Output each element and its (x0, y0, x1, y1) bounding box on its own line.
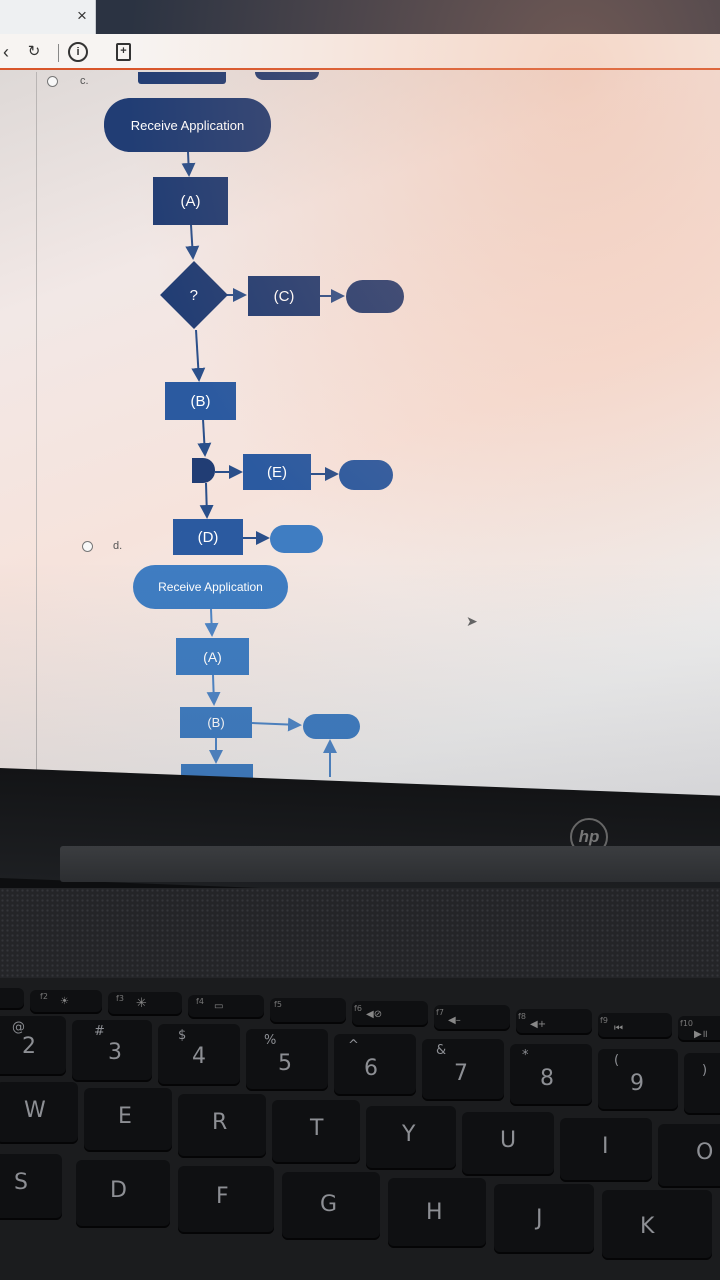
key-t[interactable]: T (272, 1100, 360, 1164)
process-box-c-label: (C) (273, 287, 295, 305)
previous-flow-box (138, 72, 226, 84)
key-y[interactable]: Y (366, 1106, 456, 1170)
process-box-d-label: (D) (197, 528, 219, 546)
play-pause-icon: ▶॥ (694, 1029, 708, 1040)
option-d-process-box-a-label: (A) (203, 648, 222, 665)
key-h[interactable]: H (388, 1178, 486, 1248)
process-box-d: (D) (173, 519, 243, 555)
process-box-e-label: (E) (267, 463, 287, 481)
key-0[interactable]: ) (684, 1053, 720, 1115)
key-r[interactable]: R (178, 1094, 266, 1158)
process-box-e: (E) (243, 454, 311, 490)
option-d-radio[interactable] (82, 541, 93, 552)
mute-icon: ◀⊘ (366, 1009, 383, 1020)
back-icon[interactable]: ‹ (3, 42, 9, 62)
key-o[interactable]: O (658, 1124, 720, 1188)
previous-track-icon: ⏮ (614, 1023, 623, 1034)
key-9[interactable]: ( 9 (598, 1049, 678, 1111)
key-g[interactable]: G (282, 1172, 380, 1240)
key-s[interactable]: S (0, 1154, 62, 1220)
decision-label: ? (189, 286, 199, 304)
key-u[interactable]: U (462, 1112, 554, 1176)
key-f7[interactable]: f7 ◀– (434, 1005, 510, 1031)
option-c-radio[interactable] (47, 76, 58, 87)
toolbar-divider (58, 44, 59, 62)
volume-up-icon: ◀+ (530, 1019, 547, 1030)
brightness-up-icon: ✳ (136, 996, 147, 1011)
option-d-process-box-b: (B) (180, 707, 252, 738)
previous-flow-terminal (255, 72, 319, 80)
terminal-after-c (346, 280, 404, 313)
option-d-process-box-a: (A) (176, 638, 249, 675)
receive-application-label: Receive Application (130, 117, 245, 133)
process-box-b-label: (B) (190, 392, 211, 410)
key-esc-area[interactable] (0, 988, 24, 1010)
browser-tab[interactable]: × (0, 0, 96, 34)
laptop-screen: × ‹ ↻ i + c. (0, 0, 720, 800)
keyboard-deck: f2 ☀ f3 ✳ f4 ▭ f5 f6 ◀⊘ f7 ◀– f8 ◀+ f9 ⏮… (0, 978, 720, 1280)
option-d-receive-application-terminal: Receive Application (133, 565, 288, 609)
key-i[interactable]: I (560, 1118, 652, 1182)
quiz-page-content: c. (0, 72, 720, 800)
key-4[interactable]: $ 4 (158, 1024, 240, 1086)
key-f9[interactable]: f9 ⏮ (598, 1013, 672, 1039)
key-e[interactable]: E (84, 1088, 172, 1152)
key-f10[interactable]: f10 ▶॥ (678, 1016, 720, 1042)
key-f8[interactable]: f8 ◀+ (516, 1009, 592, 1035)
reload-icon[interactable]: ↻ (27, 43, 41, 60)
content-left-border (36, 72, 37, 772)
key-f[interactable]: F (178, 1166, 274, 1234)
volume-down-icon: ◀– (448, 1015, 461, 1026)
display-switch-icon: ▭ (214, 1001, 224, 1012)
key-k[interactable]: K (602, 1190, 712, 1260)
laptop-hinge (60, 846, 720, 882)
key-7[interactable]: & 7 (422, 1039, 504, 1101)
key-f3[interactable]: f3 ✳ (108, 992, 182, 1016)
option-d-letter: d. (113, 540, 123, 552)
key-f2[interactable]: f2 ☀ (30, 990, 102, 1014)
terminal-after-e (339, 460, 393, 490)
key-5[interactable]: % 5 (246, 1029, 328, 1091)
option-d-process-box-b-label: (B) (207, 715, 225, 730)
process-box-a: (A) (153, 177, 228, 225)
receive-application-terminal: Receive Application (104, 98, 271, 152)
option-d-receive-application-label: Receive Application (158, 580, 263, 594)
key-w[interactable]: W (0, 1082, 78, 1144)
key-6[interactable]: ^ 6 (334, 1034, 416, 1096)
site-info-icon[interactable]: i (68, 42, 88, 62)
terminal-after-d (270, 525, 323, 553)
browser-title-bar: × (0, 0, 720, 34)
speaker-grille (0, 888, 720, 978)
flowchart-connectors (181, 151, 345, 777)
browser-toolbar: ‹ ↻ i + (0, 34, 720, 70)
key-2[interactable]: @ 2 (0, 1016, 66, 1076)
mouse-cursor-icon: ➤ (466, 613, 478, 629)
key-f6[interactable]: f6 ◀⊘ (352, 1001, 428, 1027)
page-action-icon[interactable]: + (116, 43, 131, 61)
key-3[interactable]: # 3 (72, 1020, 152, 1082)
key-j[interactable]: J (494, 1184, 594, 1254)
key-8[interactable]: * 8 (510, 1044, 592, 1106)
process-box-a-label: (A) (180, 192, 201, 210)
brightness-down-icon: ☀ (60, 996, 69, 1007)
process-box-c: (C) (248, 276, 320, 316)
process-box-b: (B) (165, 382, 236, 420)
key-f5[interactable]: f5 (270, 998, 346, 1024)
key-d[interactable]: D (76, 1160, 170, 1228)
option-c-letter: c. (80, 75, 89, 87)
key-f4[interactable]: f4 ▭ (188, 995, 264, 1019)
delay-shape (192, 458, 215, 483)
close-tab-icon[interactable]: × (77, 6, 87, 25)
option-d-terminal (303, 714, 360, 739)
